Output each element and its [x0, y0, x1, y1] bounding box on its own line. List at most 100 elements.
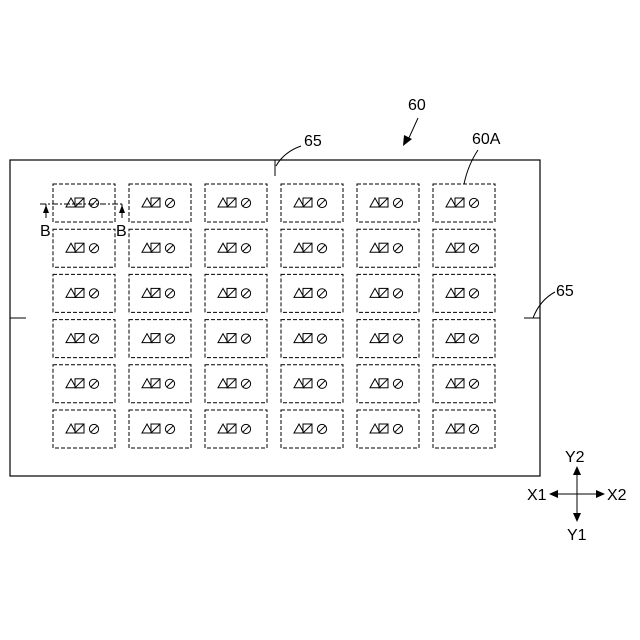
square-hatch-line [455, 198, 464, 207]
circle-hatch-line [319, 335, 325, 341]
circle-hatch-line [319, 245, 325, 251]
label-sheet: 60 [408, 97, 426, 114]
cell [281, 410, 343, 448]
square-hatch-line [151, 198, 160, 207]
square-hatch-line [227, 288, 236, 297]
square-hatch-line [75, 334, 84, 343]
cell [357, 184, 419, 222]
cell [205, 184, 267, 222]
section-arrow-right-head [119, 205, 125, 213]
circle-hatch-line [167, 290, 173, 296]
circle-hatch-line [167, 200, 173, 206]
cell [433, 410, 495, 448]
circle-hatch-line [471, 381, 477, 387]
label-mark-top-leader [276, 146, 301, 166]
circle-hatch-line [319, 381, 325, 387]
square-hatch-line [75, 424, 84, 433]
circle-hatch-line [167, 335, 173, 341]
cell [205, 410, 267, 448]
label-cell-leader [464, 150, 478, 184]
circle-hatch-line [243, 200, 249, 206]
square-hatch-line [227, 198, 236, 207]
square-hatch-line [455, 288, 464, 297]
circle-hatch-line [243, 381, 249, 387]
cell [129, 184, 191, 222]
cell [53, 274, 115, 312]
circle-hatch-line [91, 245, 97, 251]
square-hatch-line [379, 288, 388, 297]
square-hatch-line [151, 424, 160, 433]
square-hatch-line [379, 198, 388, 207]
square-hatch-line [455, 379, 464, 388]
cell [53, 320, 115, 358]
circle-hatch-line [167, 245, 173, 251]
square-hatch-line [75, 379, 84, 388]
cell [281, 274, 343, 312]
circle-hatch-line [319, 426, 325, 432]
square-hatch-line [227, 243, 236, 252]
circle-hatch-line [471, 290, 477, 296]
square-hatch-line [151, 334, 160, 343]
axis-arrow-left [549, 490, 558, 498]
square-hatch-line [303, 379, 312, 388]
cell [281, 320, 343, 358]
circle-hatch-line [91, 335, 97, 341]
circle-hatch-line [91, 200, 97, 206]
square-hatch-line [227, 424, 236, 433]
square-hatch-line [227, 379, 236, 388]
cell [433, 365, 495, 403]
square-hatch-line [227, 334, 236, 343]
label-sheet-arrowhead [403, 135, 412, 146]
circle-hatch-line [395, 335, 401, 341]
circle-hatch-line [167, 381, 173, 387]
square-hatch-line [303, 288, 312, 297]
circle-hatch-line [243, 290, 249, 296]
cell [205, 274, 267, 312]
cell [129, 274, 191, 312]
cell [281, 365, 343, 403]
cell [433, 184, 495, 222]
square-hatch-line [455, 243, 464, 252]
cell [53, 184, 115, 222]
cell [205, 229, 267, 267]
square-hatch-line [75, 198, 84, 207]
cell [205, 365, 267, 403]
cell [433, 229, 495, 267]
circle-hatch-line [471, 426, 477, 432]
circle-hatch-line [471, 335, 477, 341]
axis-label-left: X1 [527, 487, 547, 504]
circle-hatch-line [243, 426, 249, 432]
square-hatch-line [303, 198, 312, 207]
cell [129, 320, 191, 358]
circle-hatch-line [395, 290, 401, 296]
label-mark-right: 65 [556, 283, 574, 300]
circle-hatch-line [91, 426, 97, 432]
cell [357, 229, 419, 267]
cell [129, 410, 191, 448]
circle-hatch-line [471, 245, 477, 251]
square-hatch-line [75, 288, 84, 297]
cell [53, 410, 115, 448]
square-hatch-line [303, 334, 312, 343]
cell [357, 320, 419, 358]
circle-hatch-line [243, 245, 249, 251]
cell [281, 229, 343, 267]
section-label-left: B [40, 223, 51, 240]
cell [53, 229, 115, 267]
square-hatch-line [379, 379, 388, 388]
section-label-right: B [116, 223, 127, 240]
square-hatch-line [455, 424, 464, 433]
axis-arrow-down [573, 513, 581, 522]
square-hatch-line [379, 424, 388, 433]
label-cell: 60A [472, 131, 501, 148]
axis-indicator: Y2 Y1 X1 X2 [527, 449, 627, 544]
circle-hatch-line [471, 200, 477, 206]
label-mark-top: 65 [304, 133, 322, 150]
circle-hatch-line [395, 245, 401, 251]
label-mark-right-leader [533, 292, 555, 318]
square-hatch-line [75, 243, 84, 252]
cell [129, 365, 191, 403]
axis-label-down: Y1 [567, 527, 587, 544]
cell [205, 320, 267, 358]
